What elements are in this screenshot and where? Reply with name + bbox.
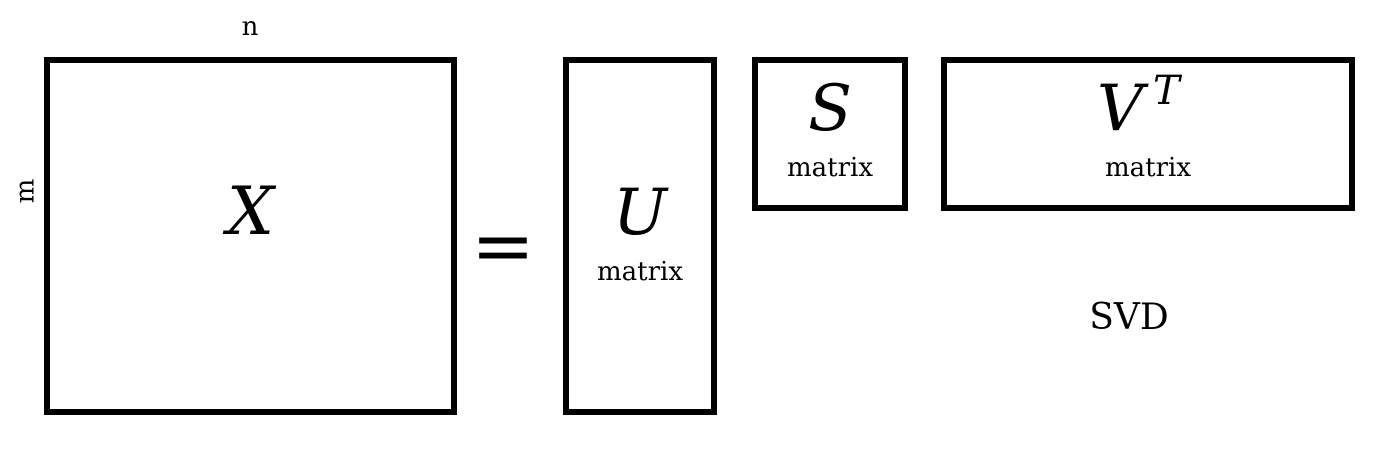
matrix-u-box: U matrix xyxy=(563,57,717,415)
columns-dimension-label: n xyxy=(241,12,259,42)
matrix-s-symbol: S xyxy=(808,72,852,146)
matrix-x-symbol: X xyxy=(227,173,274,250)
method-label: SVD xyxy=(1089,297,1169,338)
matrix-x-box: X xyxy=(44,57,457,415)
matrix-s-caption: matrix xyxy=(786,153,873,183)
matrix-u-symbol: U xyxy=(613,176,667,250)
matrix-vt-box: V T matrix xyxy=(941,57,1355,211)
rows-dimension-label: m xyxy=(10,178,41,204)
matrix-vt-symbol: V xyxy=(1097,72,1144,146)
equals-sign: = xyxy=(471,201,535,290)
matrix-vt-transpose-superscript: T xyxy=(1153,68,1180,114)
matrix-vt-caption: matrix xyxy=(1104,153,1191,183)
matrix-u-caption: matrix xyxy=(596,257,683,287)
matrix-s-box: S matrix xyxy=(752,57,908,211)
